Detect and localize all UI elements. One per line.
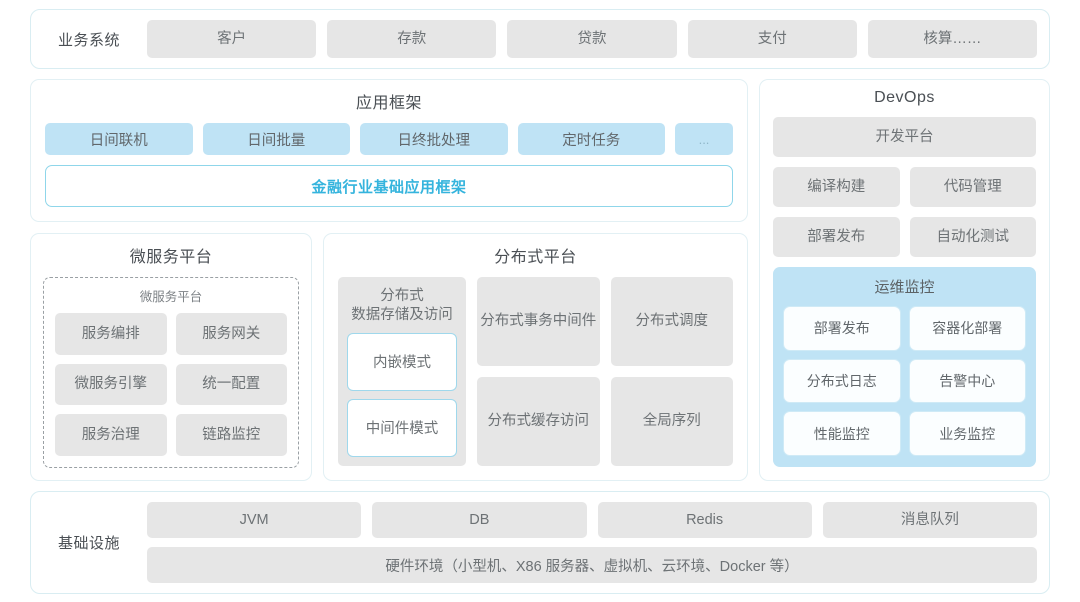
devops-card: DevOps 开发平台 编译构建 代码管理 部署发布 自动化测试 运维监控 部署… bbox=[759, 79, 1050, 481]
microservice-tile-2[interactable]: 微服务引擎 bbox=[55, 363, 167, 406]
distributed-storage-mode-0[interactable]: 内嵌模式 bbox=[347, 332, 457, 391]
ops-monitor-grid: 部署发布 容器化部署 分布式日志 告警中心 性能监控 业务监控 bbox=[783, 306, 1026, 456]
distributed-middle-column: 分布式 事务中间件 分布式 缓存访问 bbox=[477, 277, 600, 466]
microservice-tile-1[interactable]: 服务网关 bbox=[175, 313, 287, 355]
distributed-right-column: 分布式调度 全局序列 bbox=[610, 277, 733, 466]
infrastructure-tile-1[interactable]: DB bbox=[372, 502, 587, 538]
infrastructure-tile-3[interactable]: 消息队列 bbox=[822, 502, 1037, 538]
business-systems-card: 业务系统 客户 存款 贷款 支付 核算…… bbox=[30, 9, 1050, 69]
devops-tool-3[interactable]: 自动化测试 bbox=[909, 217, 1036, 257]
devops-column: DevOps 开发平台 编译构建 代码管理 部署发布 自动化测试 运维监控 部署… bbox=[759, 79, 1050, 481]
business-systems-row: 客户 存款 贷款 支付 核算…… bbox=[147, 20, 1038, 58]
business-system-tile-3[interactable]: 支付 bbox=[687, 20, 857, 58]
app-framework-tag-0[interactable]: 日间联机 bbox=[45, 123, 193, 155]
distributed-platform-title: 分布式平台 bbox=[494, 249, 577, 266]
distributed-tile-transaction-line2: 事务中间件 bbox=[523, 313, 597, 330]
microservice-grid: 服务编排 服务网关 微服务引擎 统一配置 服务治理 链路监控 bbox=[55, 313, 287, 456]
middle-left-column: 应用框架 日间联机 日间批量 日终批处理 定时任务 ... 金融行业基础应用框架… bbox=[30, 79, 748, 481]
business-system-tile-2[interactable]: 贷款 bbox=[507, 20, 677, 58]
business-system-tile-0[interactable]: 客户 bbox=[147, 20, 317, 58]
distributed-storage-label-line2: 数据存储及访问 bbox=[351, 306, 453, 323]
microservice-inner-title: 微服务平台 bbox=[139, 290, 203, 304]
business-systems-label: 业务系统 bbox=[57, 31, 120, 49]
business-system-tile-1[interactable]: 存款 bbox=[327, 20, 497, 58]
distributed-tile-cache[interactable]: 分布式 缓存访问 bbox=[477, 377, 600, 466]
distributed-storage-label-line1: 分布式 bbox=[380, 288, 424, 304]
distributed-tile-transaction-line1: 分布式 bbox=[480, 313, 524, 330]
business-system-tile-4[interactable]: 核算…… bbox=[867, 20, 1038, 58]
infrastructure-tile-0[interactable]: JVM bbox=[147, 502, 362, 538]
microservice-tile-4[interactable]: 服务治理 bbox=[55, 414, 167, 456]
infrastructure-row: JVM DB Redis 消息队列 bbox=[147, 502, 1037, 538]
business-systems-body: 客户 存款 贷款 支付 核算…… bbox=[147, 20, 1038, 58]
devops-platform-tile[interactable]: 开发平台 bbox=[773, 117, 1036, 157]
devops-title: DevOps bbox=[874, 89, 935, 106]
app-framework-tag-1[interactable]: 日间批量 bbox=[202, 123, 350, 155]
ops-monitor-item-5[interactable]: 业务监控 bbox=[908, 411, 1026, 456]
microservice-platform-card: 微服务平台 微服务平台 服务编排 服务网关 微服务引擎 统一配置 服务治理 链路… bbox=[30, 233, 312, 481]
distributed-platform-card: 分布式平台 分布式 数据存储及访问 内嵌模式 中间件模式 bbox=[323, 233, 748, 481]
microservice-tile-0[interactable]: 服务编排 bbox=[55, 313, 167, 355]
distributed-tile-cache-line1: 分布式 bbox=[487, 413, 532, 430]
distributed-tile-cache-line2: 缓存访问 bbox=[531, 413, 589, 430]
infrastructure-label: 基础设施 bbox=[57, 535, 120, 552]
middle-area: 应用框架 日间联机 日间批量 日终批处理 定时任务 ... 金融行业基础应用框架… bbox=[30, 79, 1050, 481]
app-framework-tag-more[interactable]: ... bbox=[675, 123, 733, 155]
distributed-storage-label: 分布式 数据存储及访问 bbox=[351, 287, 453, 333]
ops-monitor-item-4[interactable]: 性能监控 bbox=[783, 411, 901, 456]
devops-tools-grid: 编译构建 代码管理 部署发布 自动化测试 bbox=[773, 167, 1036, 257]
microservice-inner-box: 微服务平台 服务编排 服务网关 微服务引擎 统一配置 服务治理 链路监控 bbox=[43, 277, 299, 468]
ops-monitor-item-0[interactable]: 部署发布 bbox=[783, 306, 901, 351]
distributed-storage-mode-1[interactable]: 中间件模式 bbox=[347, 398, 457, 457]
ops-monitor-item-1[interactable]: 容器化部署 bbox=[908, 306, 1026, 351]
platform-row: 微服务平台 微服务平台 服务编排 服务网关 微服务引擎 统一配置 服务治理 链路… bbox=[30, 233, 748, 481]
distributed-storage-column: 分布式 数据存储及访问 内嵌模式 中间件模式 bbox=[338, 277, 466, 466]
infrastructure-tile-2[interactable]: Redis bbox=[597, 502, 812, 538]
devops-stack: 开发平台 编译构建 代码管理 部署发布 自动化测试 bbox=[773, 117, 1036, 257]
microservice-tile-5[interactable]: 链路监控 bbox=[175, 414, 287, 456]
app-framework-tag-3[interactable]: 定时任务 bbox=[517, 123, 665, 155]
microservice-tile-3[interactable]: 统一配置 bbox=[175, 363, 287, 406]
ops-monitor-item-3[interactable]: 告警中心 bbox=[908, 358, 1026, 404]
ops-monitor-item-2[interactable]: 分布式日志 bbox=[783, 358, 901, 404]
app-framework-tag-2[interactable]: 日终批处理 bbox=[360, 123, 508, 155]
ops-monitor-title: 运维监控 bbox=[874, 279, 935, 296]
microservice-platform-title: 微服务平台 bbox=[129, 249, 213, 266]
app-framework-highlight[interactable]: 金融行业基础应用框架 bbox=[45, 165, 733, 207]
app-framework-tag-row: 日间联机 日间批量 日终批处理 定时任务 ... bbox=[45, 123, 733, 155]
app-framework-title: 应用框架 bbox=[355, 95, 422, 112]
distributed-tile-global-sequence[interactable]: 全局序列 bbox=[610, 377, 733, 466]
infrastructure-hardware-tile[interactable]: 硬件环境（小型机、X86 服务器、虚拟机、云环境、Docker 等） bbox=[147, 547, 1037, 583]
infrastructure-card: 基础设施 JVM DB Redis 消息队列 硬件环境（小型机、X86 服务器、… bbox=[30, 491, 1050, 594]
devops-tool-1[interactable]: 代码管理 bbox=[909, 167, 1036, 207]
devops-tool-2[interactable]: 部署发布 bbox=[773, 217, 900, 257]
app-framework-card: 应用框架 日间联机 日间批量 日终批处理 定时任务 ... 金融行业基础应用框架 bbox=[30, 79, 748, 222]
devops-tool-0[interactable]: 编译构建 bbox=[773, 167, 900, 207]
ops-monitor-panel: 运维监控 部署发布 容器化部署 分布式日志 告警中心 性能监控 业务监控 bbox=[773, 267, 1036, 467]
distributed-grid: 分布式 数据存储及访问 内嵌模式 中间件模式 分布式 事务中间件 bbox=[338, 277, 733, 466]
distributed-tile-transaction[interactable]: 分布式 事务中间件 bbox=[477, 277, 600, 366]
distributed-storage-cell: 分布式 数据存储及访问 内嵌模式 中间件模式 bbox=[338, 277, 466, 466]
infrastructure-body: JVM DB Redis 消息队列 硬件环境（小型机、X86 服务器、虚拟机、云… bbox=[147, 502, 1037, 583]
distributed-tile-scheduling[interactable]: 分布式调度 bbox=[610, 277, 733, 366]
